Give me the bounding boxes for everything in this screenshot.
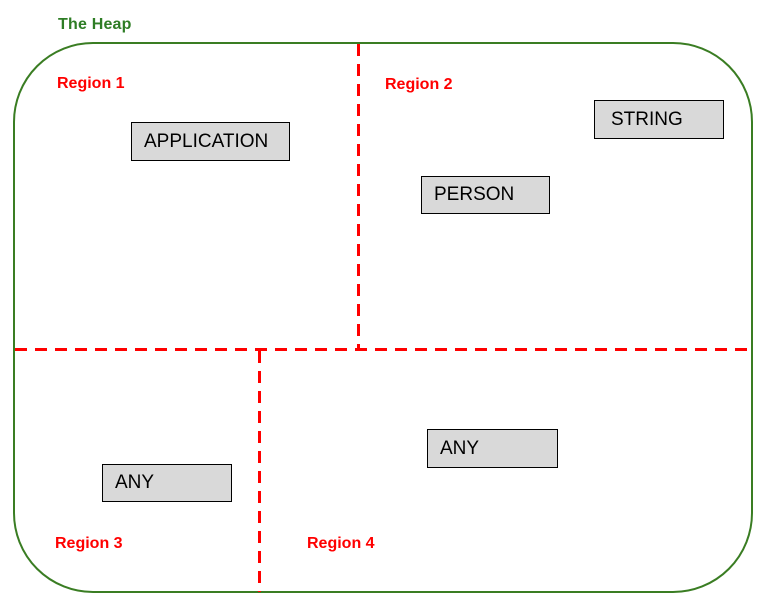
object-box-string: STRING: [594, 100, 724, 139]
region-divider-vertical-bottom: [258, 351, 261, 592]
region-3-label: Region 3: [55, 535, 123, 552]
object-box-application-label: APPLICATION: [144, 130, 269, 152]
region-divider-horizontal: [15, 348, 752, 351]
object-box-any-region3-label: ANY: [115, 472, 155, 493]
object-box-any-region3: ANY: [102, 464, 232, 502]
object-box-any-region4-label: ANY: [440, 437, 480, 459]
object-box-person-label: PERSON: [434, 184, 515, 205]
object-box-person: PERSON: [421, 176, 550, 214]
object-box-string-label: STRING: [611, 108, 683, 130]
object-box-any-region4: ANY: [427, 429, 558, 468]
object-box-application: APPLICATION: [131, 122, 290, 161]
region-divider-vertical-top: [357, 44, 360, 348]
heap-boundary-outline: [13, 42, 753, 593]
region-4-label: Region 4: [307, 535, 375, 552]
region-1-label: Region 1: [57, 75, 125, 92]
heap-title: The Heap: [58, 16, 132, 33]
region-2-label: Region 2: [385, 76, 453, 93]
